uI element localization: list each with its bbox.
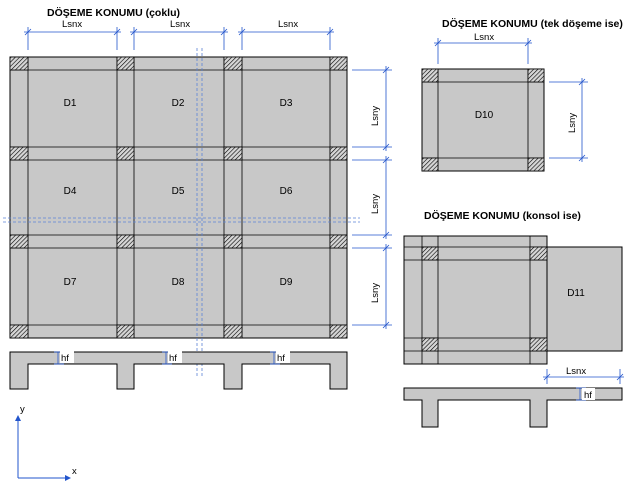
lsnx-label-1: Lsnx <box>62 19 82 30</box>
lsny-label-1: Lsny <box>370 106 381 126</box>
x-axis-label: x <box>72 466 77 477</box>
title-single: DÖŞEME KONUMU (tek döşeme ise) <box>442 17 623 30</box>
multi-slab-section <box>9 351 348 390</box>
slab-label-d5: D5 <box>172 186 185 197</box>
slab-label-d1: D1 <box>64 98 77 109</box>
hf-label-2: hf <box>169 353 177 364</box>
cantilever-slab-plan: D11 <box>403 235 623 365</box>
lsny-label-3: Lsny <box>370 283 381 303</box>
slab-label-d11: D11 <box>567 288 585 299</box>
hf-label-1: hf <box>61 353 69 364</box>
slab-label-d2: D2 <box>172 98 185 109</box>
lsnx-dimensions-top <box>24 27 334 50</box>
slab-label-d8: D8 <box>172 277 185 288</box>
lsnx-label-cantilever: Lsnx <box>566 366 586 377</box>
single-slab-dimensions <box>434 38 588 162</box>
slab-label-d4: D4 <box>64 186 77 197</box>
title-cantilever: DÖŞEME KONUMU (konsol ise) <box>424 209 581 222</box>
slab-label-d6: D6 <box>280 186 293 197</box>
axis-indicator: y x <box>15 404 77 481</box>
slab-label-d7: D7 <box>64 277 77 288</box>
lsny-label-single: Lsny <box>567 113 578 133</box>
lsny-label-2: Lsny <box>370 194 381 214</box>
title-multi: DÖŞEME KONUMU (çoklu) <box>47 6 180 19</box>
single-slab-plan: D10 <box>421 68 545 172</box>
hf-label-3: hf <box>277 353 285 364</box>
slab-label-d9: D9 <box>280 277 293 288</box>
multi-slab-plan: D1 D2 D3 D4 D5 D6 D7 D8 D9 <box>3 48 360 378</box>
lsnx-label-single: Lsnx <box>474 32 494 43</box>
y-axis-label: y <box>20 404 25 415</box>
slab-label-d10: D10 <box>475 110 494 121</box>
cantilever-slab-section <box>403 369 624 428</box>
lsny-dimensions-right <box>352 66 392 329</box>
lsnx-label-2: Lsnx <box>170 19 190 30</box>
slab-label-d3: D3 <box>280 98 293 109</box>
lsnx-label-3: Lsnx <box>278 19 298 30</box>
hf-label-cantilever: hf <box>584 390 592 401</box>
